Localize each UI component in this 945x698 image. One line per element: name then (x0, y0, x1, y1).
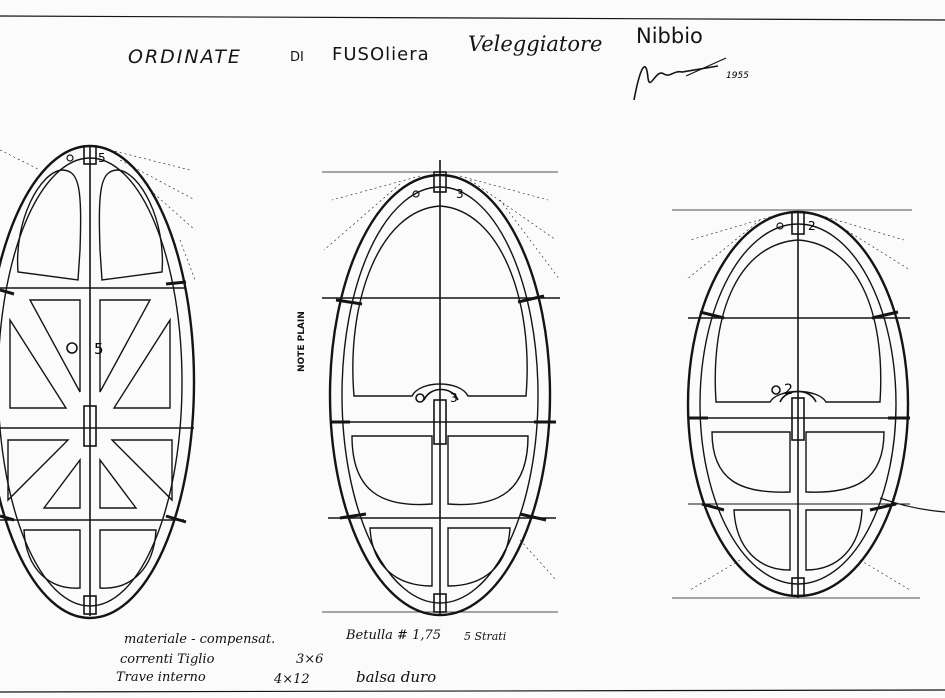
title-di: DI (290, 50, 304, 65)
title-nibbio: Nibbio (636, 24, 703, 48)
frame-5-center-label: 5 (94, 340, 104, 358)
title-ordinate: ORDINATE (128, 46, 242, 68)
title-fusoliera: FUSOliera (332, 44, 430, 65)
note-beam-label: Trave interno (116, 670, 206, 685)
frame-3-center-label: 3 (450, 391, 458, 405)
note-material-extra: 5 Strati (464, 630, 507, 643)
frame-5 (0, 144, 196, 620)
frame-3 (322, 160, 561, 617)
note-material-label: materiale - compensat. (124, 632, 276, 647)
note-beam-value: 4×12 (274, 672, 310, 687)
frame-3-top-label: 3 (456, 187, 464, 201)
title-veleggiatore: Veleggiatore (468, 32, 603, 56)
note-stringers-label: correnti Tiglio (120, 652, 215, 667)
frame-2-top-label: 2 (808, 219, 816, 233)
frame-2 (672, 209, 945, 599)
signature-year: 1955 (726, 71, 749, 81)
side-note: NOTE PLAIN (297, 311, 307, 372)
note-material-value: Betulla # 1,75 (346, 628, 442, 643)
note-beam-extra: balsa duro (356, 668, 437, 686)
signature: 1955 (633, 57, 749, 101)
frame-5-top-label: 5 (98, 151, 106, 165)
frame-2-center-label: 2 (784, 382, 793, 398)
note-stringers-value: 3×6 (296, 652, 324, 667)
